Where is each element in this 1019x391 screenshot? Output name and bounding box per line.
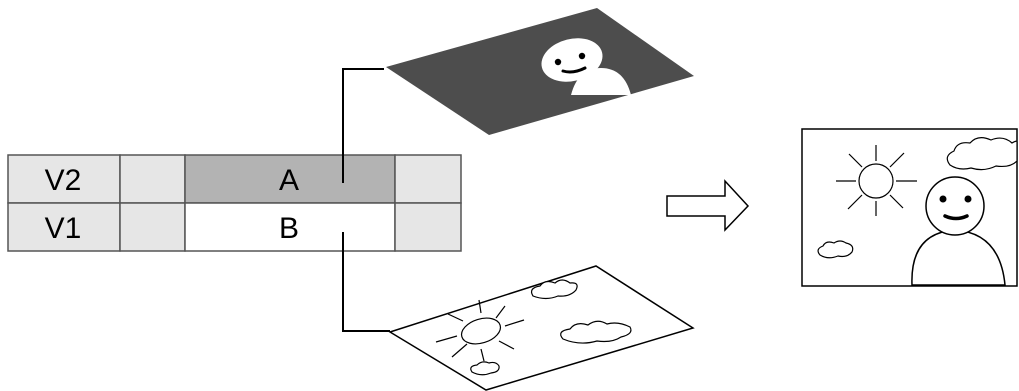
layer-b-sheet bbox=[388, 265, 695, 391]
layer-a-sheet-background bbox=[386, 8, 694, 135]
right-arrow-icon bbox=[666, 179, 750, 232]
version-cell-v2 bbox=[7, 154, 121, 204]
layer-a-sheet bbox=[386, 8, 694, 135]
cloud-icon bbox=[946, 137, 1018, 171]
end-cell-v2 bbox=[394, 154, 462, 204]
cloud-icon bbox=[470, 361, 500, 376]
layer-b-sheet-background bbox=[388, 265, 695, 391]
sun-icon bbox=[435, 299, 525, 362]
spacer-cell-v1 bbox=[119, 202, 186, 252]
end-cell-v1 bbox=[394, 202, 462, 252]
layer-label-b: B bbox=[279, 212, 299, 245]
version-label-v2: V2 bbox=[45, 164, 82, 197]
version-label-v1: V1 bbox=[45, 212, 82, 245]
layer-label-a: A bbox=[279, 164, 299, 197]
version-cell-v1 bbox=[7, 202, 121, 252]
layer-cell-a bbox=[184, 154, 396, 204]
spacer-cell-v2 bbox=[119, 154, 186, 204]
cloud-icon bbox=[560, 320, 632, 344]
layer-cell-b bbox=[184, 202, 396, 252]
snowman-icon bbox=[541, 38, 631, 95]
connector-line-b bbox=[342, 232, 390, 332]
cloud-icon bbox=[817, 240, 854, 259]
layer-table bbox=[7, 154, 462, 252]
cloud-icon bbox=[530, 279, 578, 300]
connector-line-a bbox=[342, 68, 384, 183]
composite-result-frame bbox=[801, 128, 1018, 287]
snowman-icon bbox=[911, 176, 1006, 286]
sun-icon bbox=[836, 145, 917, 216]
